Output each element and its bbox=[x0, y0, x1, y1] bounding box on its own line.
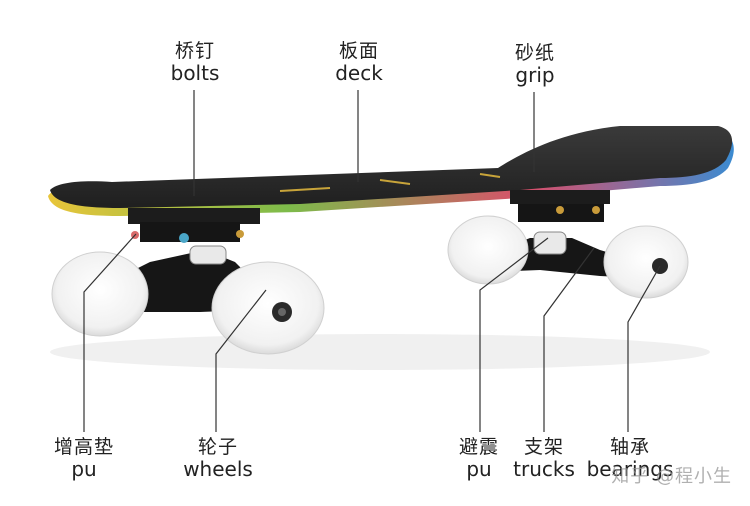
bolt bbox=[236, 230, 244, 238]
rear-riser-pad bbox=[510, 190, 610, 204]
leader-riser bbox=[83, 233, 137, 432]
front-bushing bbox=[189, 245, 227, 265]
bolt bbox=[592, 206, 600, 214]
label-grip: 砂纸 grip bbox=[500, 42, 570, 87]
leader-lines bbox=[83, 90, 661, 432]
leader-wheels bbox=[215, 289, 267, 432]
front-baseplate bbox=[140, 222, 240, 242]
label-trucks-en: trucks bbox=[513, 457, 575, 481]
rear-bushing bbox=[533, 231, 567, 255]
label-riser: 增高垫 pu bbox=[44, 436, 124, 481]
wheel-front-right bbox=[211, 261, 325, 355]
label-riser-en: pu bbox=[71, 457, 97, 481]
label-trucks: 支架 trucks bbox=[506, 436, 582, 481]
leader-trucks bbox=[543, 247, 595, 432]
label-deck-en: deck bbox=[335, 61, 383, 85]
label-wheels: 轮子 wheels bbox=[176, 436, 260, 481]
bearing-nut-inner bbox=[278, 308, 286, 316]
wheel-rear-left bbox=[447, 215, 529, 285]
deck-grip bbox=[50, 126, 733, 208]
bolt bbox=[556, 206, 564, 214]
label-bearings: 轴承 bearings bbox=[582, 436, 678, 481]
label-grip-en: grip bbox=[515, 63, 555, 87]
front-riser-pad bbox=[128, 208, 260, 224]
label-bolts-en: bolts bbox=[170, 61, 220, 85]
label-wheels-zh: 轮子 bbox=[197, 436, 238, 458]
label-trucks-zh: 支架 bbox=[523, 436, 564, 458]
label-grip-zh: 砂纸 bbox=[514, 42, 555, 64]
label-bearings-en: bearings bbox=[586, 457, 674, 481]
deck-accent bbox=[279, 187, 331, 192]
label-bearings-zh: 轴承 bbox=[609, 436, 650, 458]
label-deck-zh: 板面 bbox=[338, 40, 379, 62]
wheel-rear-right bbox=[603, 225, 689, 299]
leader-bearings bbox=[627, 265, 661, 432]
ground-shadow bbox=[50, 334, 710, 370]
label-bolts-zh: 桥钉 bbox=[174, 40, 215, 62]
label-deck: 板面 deck bbox=[324, 40, 394, 85]
leader-bushing bbox=[479, 237, 549, 432]
label-bushing-zh: 避震 bbox=[458, 436, 499, 458]
watermark: 知乎 @程小生 bbox=[611, 466, 732, 487]
label-bolts: 桥钉 bolts bbox=[160, 40, 230, 85]
deck-accent bbox=[379, 179, 411, 185]
label-bushing-en: pu bbox=[466, 457, 492, 481]
bolt bbox=[179, 233, 189, 243]
deck-accent bbox=[479, 173, 501, 178]
label-wheels-en: wheels bbox=[183, 457, 253, 481]
label-riser-zh: 增高垫 bbox=[53, 436, 114, 458]
label-bushing: 避震 pu bbox=[444, 436, 514, 481]
wheel-front-left bbox=[51, 251, 149, 337]
